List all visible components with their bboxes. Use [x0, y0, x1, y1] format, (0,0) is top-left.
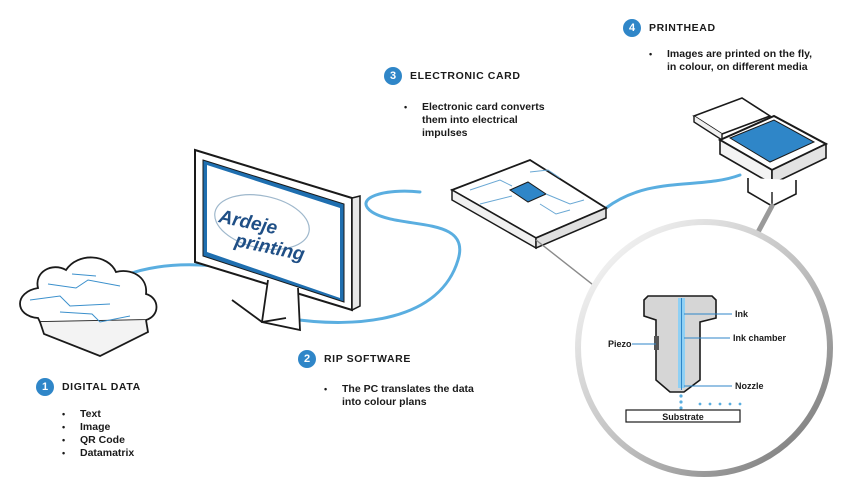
step-bullets: Text Image QR Code Datamatrix: [60, 408, 180, 460]
step-title: Printhead: [649, 22, 716, 34]
label-piezo: Piezo: [608, 339, 632, 349]
step-number-badge: 1: [36, 378, 54, 396]
printhead-icon: [692, 97, 829, 207]
step-number-badge: 2: [298, 350, 316, 368]
cable-card-to-printhead: [604, 173, 742, 210]
electronic-card-icon: [449, 158, 608, 250]
bullet-item: Electronic card converts them into elect…: [402, 101, 562, 140]
label-ink-chamber: Ink chamber: [733, 333, 787, 343]
cable-pc-to-card: [283, 189, 462, 324]
bullet-item: Datamatrix: [60, 447, 180, 460]
bullet-item: Images are printed on the fly, in colour…: [647, 48, 817, 74]
bullet-item: Image: [60, 421, 180, 434]
label-substrate: Substrate: [662, 412, 704, 422]
cloud-icon: [19, 256, 158, 357]
label-nozzle: Nozzle: [735, 381, 764, 391]
step-title: Electronic card: [410, 70, 521, 82]
step-bullets: The PC translates the data into colour p…: [322, 383, 482, 409]
nozzle-detail: Ink Ink chamber Piezo Nozzle Substrate: [575, 219, 833, 477]
step-bullets: Images are printed on the fly, in colour…: [647, 48, 817, 74]
bullet-item: QR Code: [60, 434, 180, 447]
step-title: RIP Software: [324, 353, 411, 365]
label-ink: Ink: [735, 309, 749, 319]
step-number-badge: 3: [384, 67, 402, 85]
bullet-item: The PC translates the data into colour p…: [322, 383, 482, 409]
step-number-badge: 4: [623, 19, 641, 37]
monitor-icon: Ardeje printing: [194, 148, 361, 332]
step-title: Digital data: [62, 381, 141, 393]
bullet-item: Text: [60, 408, 180, 421]
step-bullets: Electronic card converts them into elect…: [402, 101, 562, 140]
